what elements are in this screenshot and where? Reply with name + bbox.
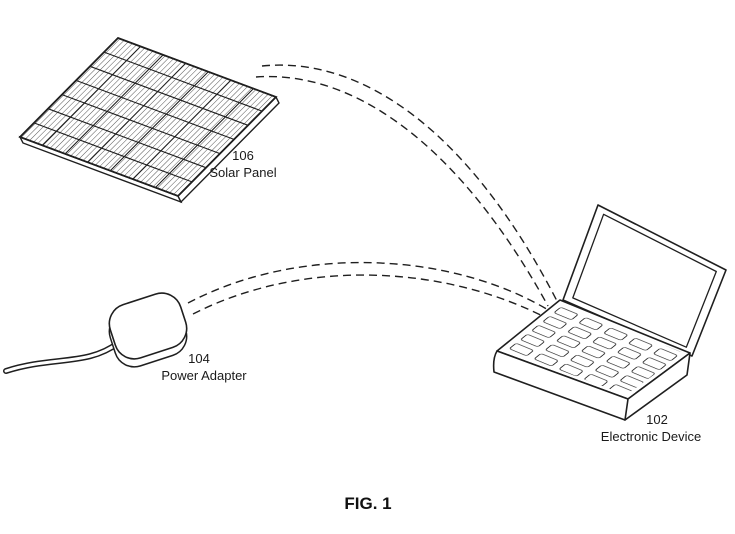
figure-caption: FIG. 1 [344, 494, 391, 513]
laptop-side-edge [624, 352, 691, 421]
power-adapter-name-label: Power Adapter [161, 368, 247, 383]
electronic-device-name-label: Electronic Device [601, 429, 701, 444]
power-adapter-illustration [3, 292, 188, 374]
solar-panel-outline [18, 36, 278, 198]
solar-panel-grid [33, 46, 263, 188]
laptop-screen-display [572, 213, 717, 348]
solar-panel-illustration [18, 36, 280, 204]
connection-adapter-to-device [187, 261, 555, 323]
connection-solar-to-device [255, 64, 558, 307]
power-adapter-ref-label: 104 [188, 351, 210, 366]
power-adapter-body [108, 292, 188, 360]
laptop-keyboard [503, 304, 684, 395]
laptop-illustration [492, 204, 727, 421]
solar-panel-name-label: Solar Panel [209, 165, 276, 180]
power-cable-inner [4, 341, 120, 373]
solar-panel-ref-label: 106 [232, 148, 254, 163]
electronic-device-ref-label: 102 [646, 412, 668, 427]
